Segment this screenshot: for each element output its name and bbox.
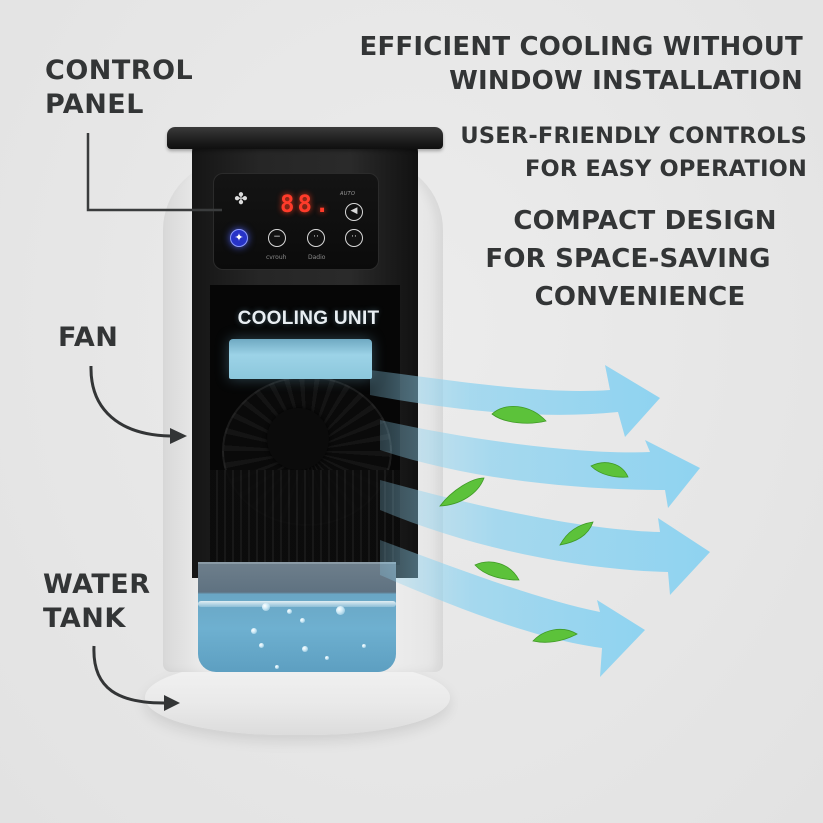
fan-icon[interactable]: ✤ <box>234 189 248 208</box>
water-bubble <box>336 606 345 615</box>
feature-2-line-1: USER-FRIENDLY CONTROLS <box>460 123 807 149</box>
left-arrow-icon: ◀ <box>350 206 358 216</box>
speed-button[interactable]: ·· <box>307 229 325 247</box>
dots-icon: ·· <box>351 232 357 242</box>
minus-button-label: cvrouh <box>266 254 287 261</box>
water-surface <box>198 601 396 607</box>
feature-1-line-1: EFFICIENT COOLING WITHOUT <box>359 32 803 62</box>
minus-icon: − <box>273 232 281 242</box>
auto-label: AUTO <box>340 191 356 197</box>
feature-3-line-3: CONVENIENCE <box>534 282 746 312</box>
callout-fan: FAN <box>58 322 119 353</box>
water-bubble <box>362 644 366 648</box>
feature-efficient-cooling: EFFICIENT COOLING WITHOUT WINDOW INSTALL… <box>360 30 804 98</box>
water-bubble <box>259 643 264 648</box>
control-panel <box>213 173 379 270</box>
feature-3-line-1: COMPACT DESIGN <box>513 206 777 236</box>
water-tank <box>198 562 396 672</box>
airflow-arrow-icon <box>380 420 700 508</box>
water-bubble <box>275 665 279 669</box>
feature-1-line-2: WINDOW INSTALLATION <box>449 66 803 96</box>
water-bubble <box>262 603 270 611</box>
water-bubble <box>251 628 257 634</box>
airflow-arrow-icon <box>380 480 710 595</box>
speed-button-label: Dadio <box>308 254 326 261</box>
airflow-arrow-icon <box>380 540 645 677</box>
callout-control-panel: CONTROL PANEL <box>45 55 194 120</box>
control-panel-leader-line <box>86 133 222 212</box>
minus-button[interactable]: − <box>268 229 286 247</box>
feature-2-line-2: FOR EASY OPERATION <box>524 156 807 182</box>
swing-button[interactable]: ◀ <box>345 203 363 221</box>
power-button[interactable]: ✦ <box>230 229 248 247</box>
feature-user-friendly-controls: USER-FRIENDLY CONTROLS FOR EASY OPERATIO… <box>460 120 807 186</box>
water-bubble <box>302 646 308 652</box>
cooler-top-lid <box>167 127 443 149</box>
fan-pointer-arrow-icon <box>89 365 187 444</box>
feature-3-line-2: FOR SPACE-SAVING <box>485 244 771 274</box>
feature-compact-design: COMPACT DESIGN FOR SPACE-SAVING CONVENIE… <box>470 202 800 316</box>
power-icon: ✦ <box>234 231 244 244</box>
fan-vents <box>210 470 400 565</box>
airflow-arrow-icon <box>370 365 660 437</box>
timer-button[interactable]: ·· <box>345 229 363 247</box>
water-bubble <box>325 656 329 660</box>
water-bubble <box>300 618 305 623</box>
led-temperature-display: 88. <box>280 190 333 218</box>
dots-icon: ·· <box>313 232 319 242</box>
water-bubble <box>287 609 292 614</box>
fan-hub <box>267 408 329 470</box>
callout-water-tank: WATER TANK <box>43 569 151 634</box>
cooling-pad <box>229 339 372 379</box>
cooler-base <box>145 660 450 735</box>
cooling-unit-label: COOLING UNIT <box>237 308 380 329</box>
leaf-icon <box>439 405 629 643</box>
water-tank-pointer-arrow-icon <box>92 645 180 711</box>
